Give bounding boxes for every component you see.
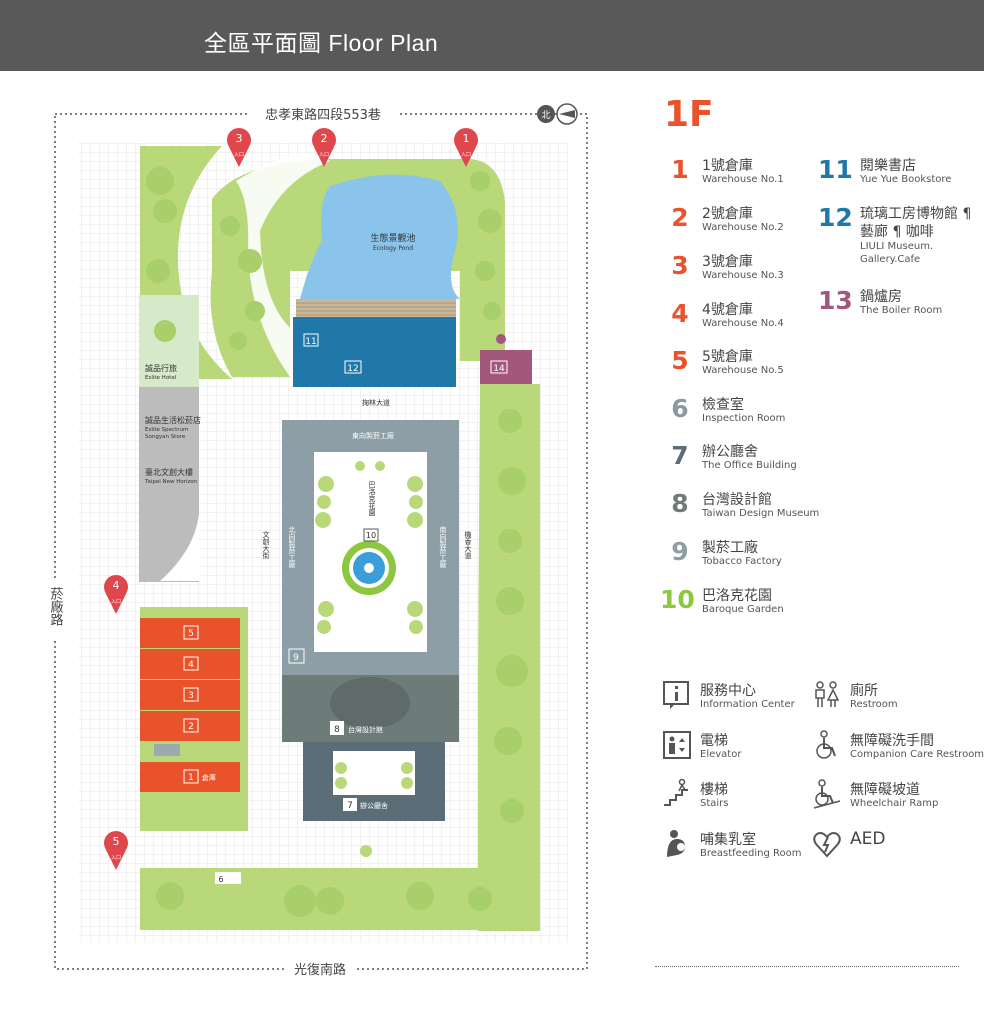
entrance-pin-4[interactable]: 4 入口	[104, 575, 128, 614]
svg-text:辦公廳舍: 辦公廳舍	[360, 801, 388, 810]
svg-text:入口: 入口	[319, 152, 329, 158]
facility-stairs: 樓梯 Stairs	[662, 779, 822, 819]
svg-text:倉庫: 倉庫	[202, 773, 216, 782]
aed-icon	[813, 832, 841, 858]
legend-divider	[655, 966, 959, 967]
svg-text:入口: 入口	[111, 855, 121, 861]
svg-text:2: 2	[188, 722, 194, 732]
entrance-pin-1[interactable]: 1 入口	[454, 116, 478, 167]
road-south: 光復南路	[294, 962, 346, 978]
ecology-pond-label: 生態景觀池	[370, 232, 415, 244]
svg-text:12: 12	[347, 364, 358, 374]
svg-text:7: 7	[347, 801, 353, 811]
facility-aed: AED	[812, 829, 972, 869]
svg-text:南向製菸工廠: 南向製菸工廠	[439, 525, 447, 569]
svg-text:Eslite Spectrum: Eslite Spectrum	[145, 427, 188, 433]
svg-text:3: 3	[236, 132, 243, 145]
entrance-pin-2[interactable]: 2 入口	[312, 128, 336, 167]
svg-text:5: 5	[113, 835, 120, 848]
svg-text:Songyan Store: Songyan Store	[145, 434, 186, 440]
entrance-pin-3[interactable]: 3 入口	[227, 128, 251, 167]
svg-text:4: 4	[188, 660, 194, 670]
entrance-pin-5[interactable]: 5 入口	[104, 831, 128, 870]
accessible-restroom-icon	[816, 730, 836, 759]
svg-text:Taipei New Horizon: Taipei New Horizon	[144, 479, 198, 485]
floor-plan-map: 生態景觀池 Ecology Pond 11 12 14 誠品行旅 Eslite …	[44, 103, 588, 978]
svg-text:北向製菸工廠: 北向製菸工廠	[288, 526, 296, 569]
information-icon	[663, 681, 689, 709]
ecology-pond	[300, 174, 460, 299]
garden-bushes	[315, 461, 423, 634]
breastfeeding-icon	[667, 830, 685, 857]
svg-text:3: 3	[188, 691, 194, 701]
svg-text:1: 1	[188, 773, 194, 783]
svg-text:5: 5	[188, 629, 194, 639]
restroom-icon	[815, 681, 840, 707]
svg-text:入口: 入口	[461, 152, 471, 158]
svg-text:入口: 入口	[111, 599, 121, 605]
svg-text:1: 1	[463, 132, 470, 145]
svg-text:臺北文創大樓: 臺北文創大樓	[145, 467, 193, 477]
page-title: 全區平面圖 Floor Plan	[204, 30, 439, 56]
svg-text:8: 8	[334, 725, 340, 735]
svg-text:Ecology Pond: Ecology Pond	[373, 245, 413, 252]
warehouse-blocks[interactable]	[140, 618, 240, 792]
elevator-icon	[663, 731, 691, 759]
svg-text:北: 北	[541, 110, 550, 121]
svg-text:10: 10	[366, 531, 376, 540]
svg-text:台灣設計館: 台灣設計館	[348, 725, 383, 734]
svg-text:14: 14	[493, 364, 505, 374]
svg-text:2: 2	[321, 132, 328, 145]
svg-text:掬林大道: 掬林大道	[362, 398, 390, 407]
facility-elevator: 電梯 Elevator	[662, 730, 822, 770]
facility-accessible-restroom: 無障礙洗手間 Companion Care Restroom	[812, 730, 984, 770]
road-north: 忠孝東路四段553巷	[265, 107, 381, 123]
wheelchair-ramp-icon	[813, 779, 841, 809]
svg-text:4: 4	[113, 579, 120, 592]
svg-text:6: 6	[218, 875, 223, 884]
trees	[146, 167, 528, 917]
road-west: 菸廠路	[48, 587, 64, 626]
svg-text:機香大道: 機香大道	[464, 530, 472, 560]
facility-restroom: 廁所 Restroom	[812, 680, 972, 720]
facility-wheelchair-ramp: 無障礙坡道 Wheelchair Ramp	[812, 779, 972, 819]
svg-text:誠品行旅: 誠品行旅	[145, 363, 177, 373]
facility-information: 服務中心 Information Center	[662, 680, 822, 720]
svg-text:巴洛克花園: 巴洛克花園	[368, 481, 376, 517]
floor-label: 1F	[664, 94, 714, 135]
svg-text:文創大街: 文創大街	[262, 530, 270, 560]
svg-text:入口: 入口	[234, 152, 244, 158]
header-bar: 全區平面圖 Floor Plan	[0, 0, 984, 71]
svg-text:東向製菸工廠: 東向製菸工廠	[352, 431, 394, 440]
svg-text:誠品生活松菸店: 誠品生活松菸店	[145, 415, 201, 425]
liuli-museum-block[interactable]	[293, 317, 456, 387]
north-arrow-icon: 北	[537, 103, 578, 125]
boiler-room[interactable]	[480, 350, 532, 384]
svg-text:11: 11	[305, 337, 316, 347]
facility-breastfeeding: 哺集乳室 Breastfeeding Room	[662, 829, 822, 869]
stairs-icon	[664, 779, 688, 806]
svg-text:9: 9	[293, 653, 299, 663]
svg-text:Eslite Hotel: Eslite Hotel	[145, 375, 177, 381]
